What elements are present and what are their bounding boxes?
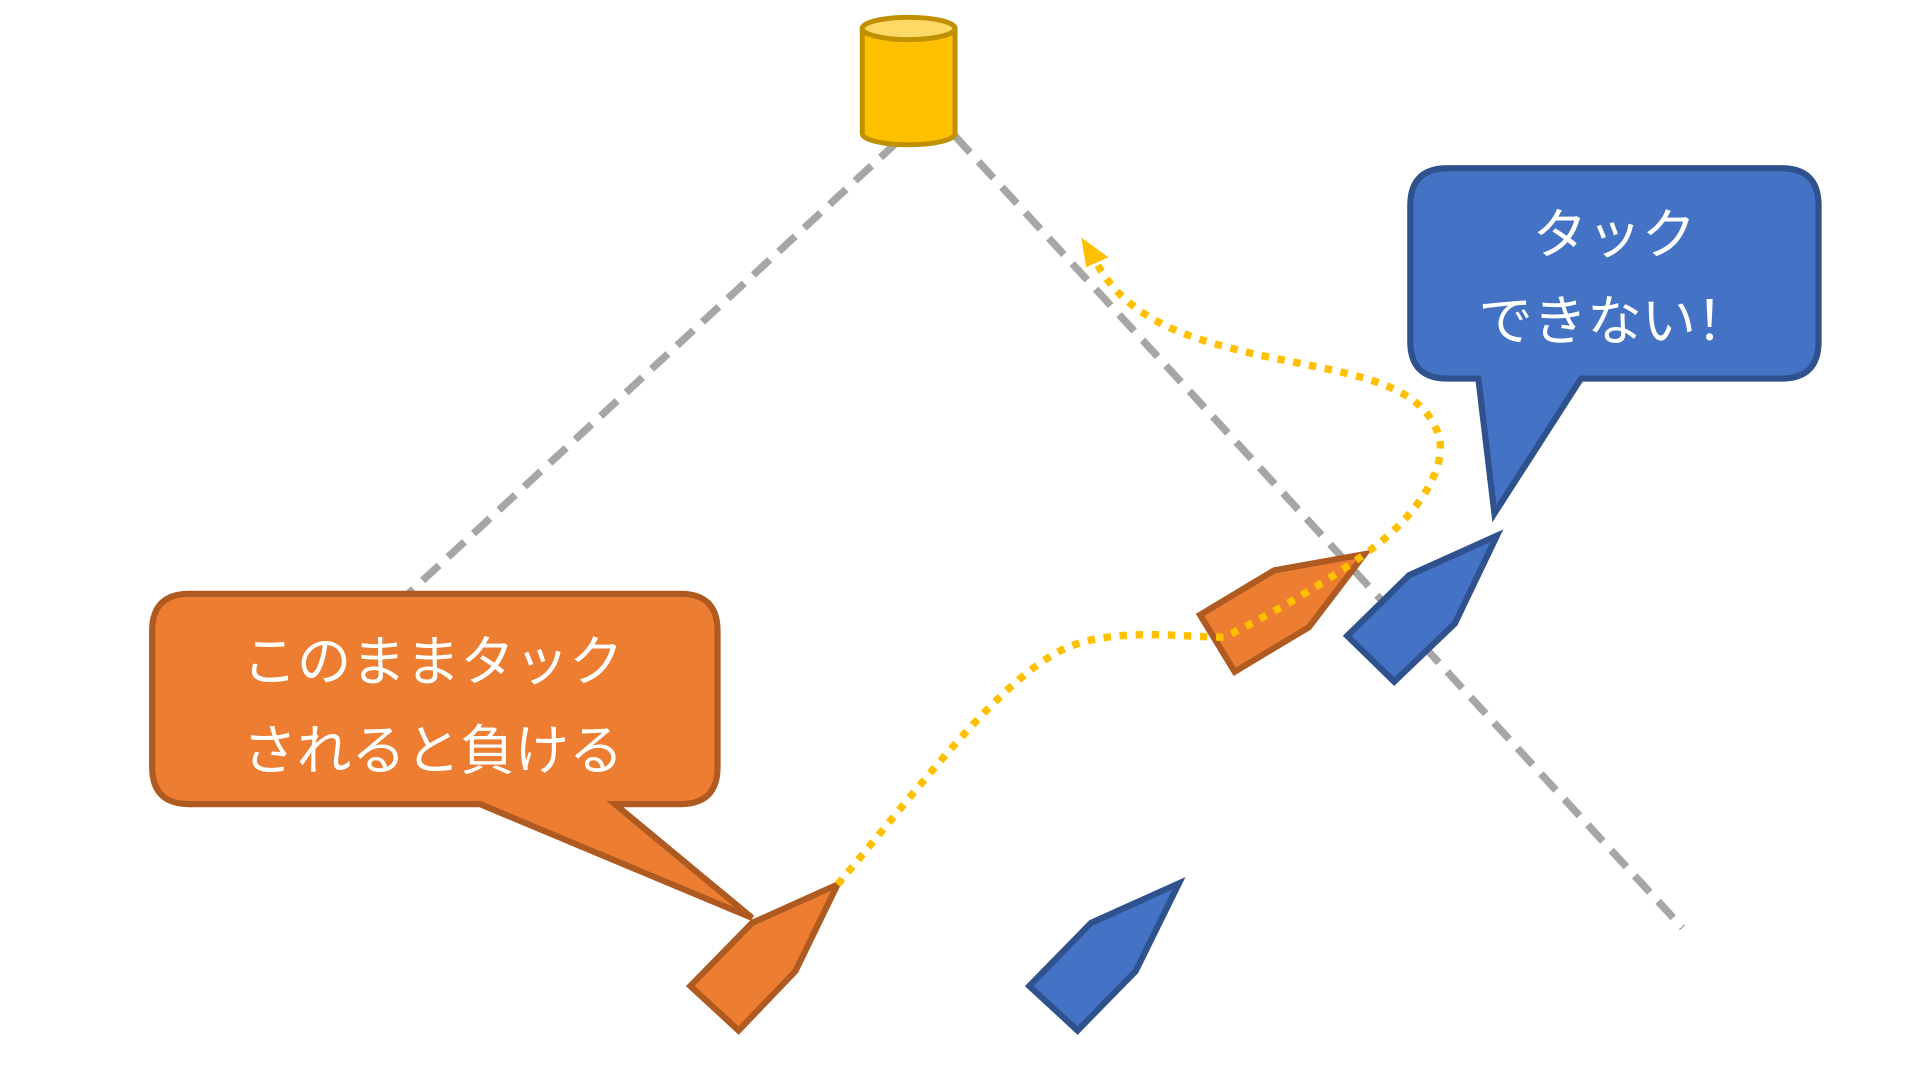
blue-boat-current (1342, 529, 1504, 686)
blue-speech-bubble: タック できない！ (1407, 165, 1822, 523)
orange-boat-start (685, 878, 845, 1035)
laylines (405, 133, 1686, 931)
blue-boat-start (1024, 876, 1186, 1035)
arrowhead-icon (1081, 237, 1109, 268)
blue-bubble-line-1: タック (1533, 203, 1696, 267)
orange-bubble-line-2: されると負ける (243, 718, 624, 782)
port-layline (405, 139, 900, 597)
starboard-layline (952, 133, 1686, 931)
orange-boat-track (834, 237, 1445, 887)
orange-boat-current (1195, 549, 1372, 676)
windward-mark (859, 14, 958, 148)
orange-speech-bubble: このままタック されると負ける (149, 590, 755, 921)
orange-bubble-line-1: このままタック (243, 629, 624, 693)
blue-bubble-line-2: できない！ (1478, 289, 1750, 353)
